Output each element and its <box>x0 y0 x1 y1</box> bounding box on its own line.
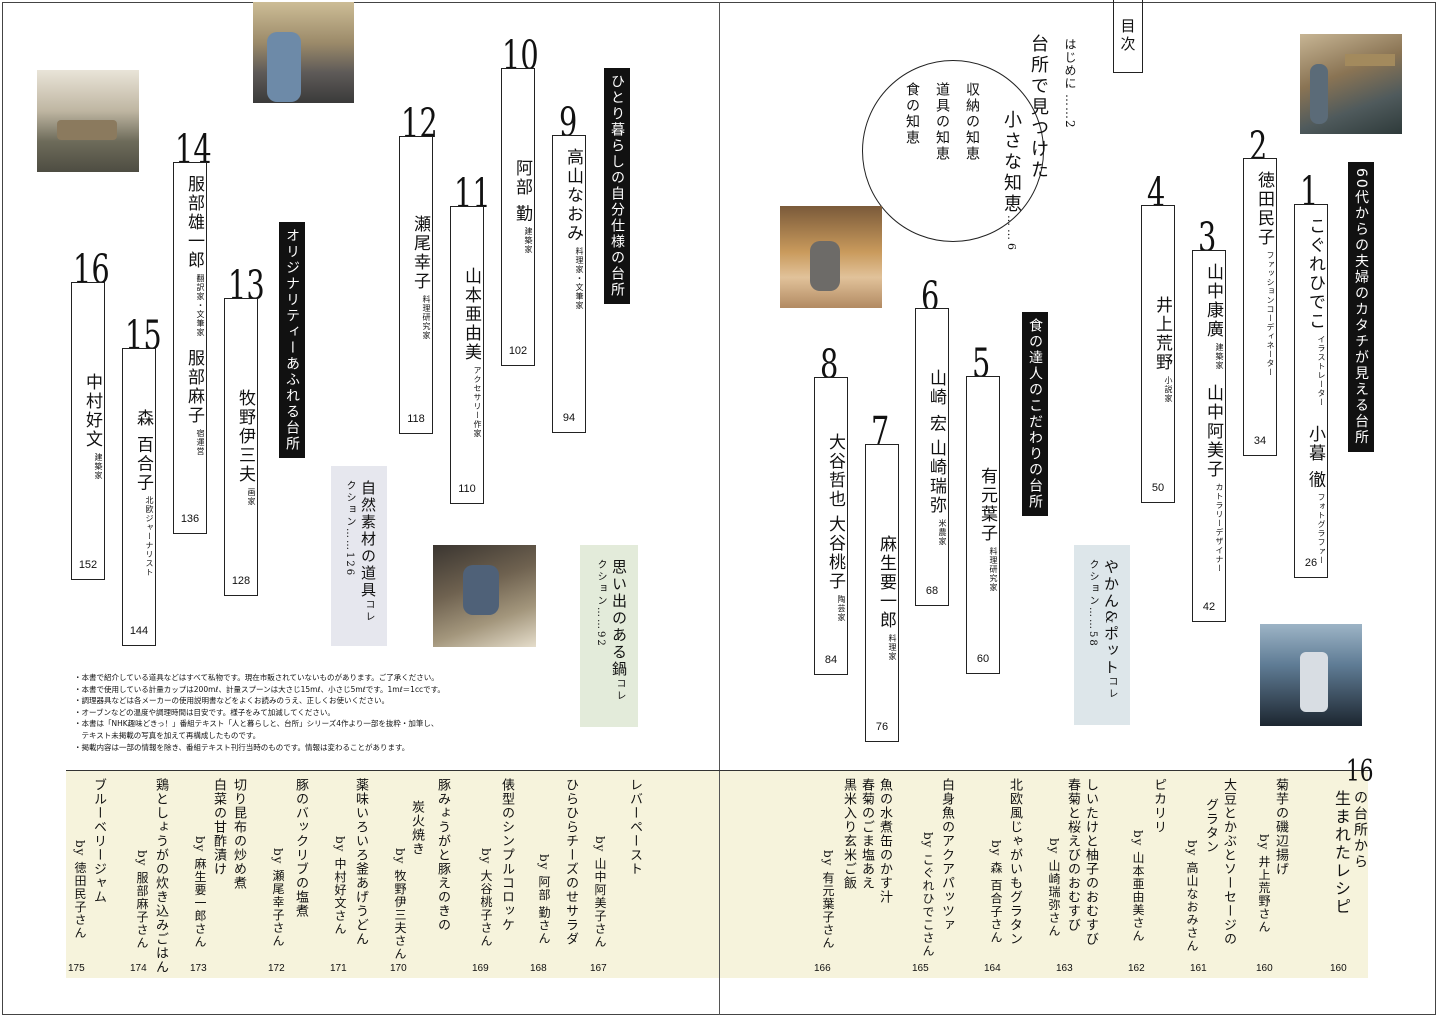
intro-circle <box>862 60 1044 242</box>
kitchen-photo-5 <box>253 2 354 103</box>
section-band-gourmet: 食の達人のこだわりの台所 <box>1022 312 1048 516</box>
recipe-165[interactable]: 白身魚のアクアパッツァ by こぐれひでこさん 165 <box>912 778 954 974</box>
section-band-solo: ひとり暮らしの自分仕様の台所 <box>604 68 630 304</box>
collection-pot[interactable]: 思い出のある鍋コレクション……92 <box>580 545 638 727</box>
section-band-couples: 60代からの夫婦のカタチが見える台所 <box>1348 162 1374 452</box>
collection-natural[interactable]: 自然素材の道具コレクション……126 <box>331 466 387 646</box>
intro-item-tools: 道具の知恵 <box>934 82 950 162</box>
intro-item-storage: 収納の知恵 <box>964 82 980 162</box>
toc-label: 目次 <box>1113 0 1143 73</box>
page-spine <box>719 2 720 1015</box>
intro-item-food: 食の知恵 <box>904 82 920 146</box>
kitchen-photo-3 <box>1260 624 1362 726</box>
section-band-original: オリジナリティーあふれる台所 <box>279 222 305 458</box>
kitchen-photo-4 <box>37 70 139 172</box>
recipe-163[interactable]: しいたけと柚子のおむすび 春菊と桜えびのおむすび by 山崎瑞弥さん 163 <box>1047 778 1098 974</box>
kitchen-photo-6 <box>433 545 536 647</box>
kitchen-photo-2 <box>780 206 882 308</box>
recipe-173[interactable]: 切り昆布の炒め煮 白菜の甘酢漬け by 麻生要一郎さん 173 <box>190 778 246 974</box>
recipe-167[interactable]: レバーペースト by 山中阿美子さん 167 <box>590 778 642 974</box>
recipe-166[interactable]: 魚の水煮缶のかす汁 春菊のごま塩あえ 黒米入り玄米ご飯 by 有元葉子さん 16… <box>814 778 892 974</box>
intro-title-a: 台所で見つけた <box>1028 34 1049 181</box>
recipe-162[interactable]: ピカリリ by 山本亜由美さん 162 <box>1128 778 1166 974</box>
intro-title-b: 小さな知恵……6 <box>1001 110 1022 253</box>
collection-kettle[interactable]: やかん&ポットコレクション……58 <box>1074 545 1130 725</box>
recipe-168[interactable]: ひらひらチーズのせサラダ by 阿部 勤さん 168 <box>530 778 578 974</box>
recipe-171[interactable]: 薬味いろいろ釜あげうどん by 中村好文さん 171 <box>330 778 368 974</box>
recipe-172[interactable]: 豚のバックリブの塩煮 by 瀬尾幸子さん 172 <box>268 778 308 974</box>
recipe-band-left <box>66 770 719 978</box>
entry-number: 1 <box>1300 169 1319 215</box>
recipe-160[interactable]: 菊芋の磯辺揚げ by 井上荒野さん 160 <box>1256 778 1288 974</box>
recipe-170[interactable]: 豚みょうがと豚えのきの 炭火焼き by 牧野伊三夫さん 170 <box>390 778 450 974</box>
recipe-161[interactable]: 大豆とかぶとソーセージの グラタン by 高山なおみさん 161 <box>1185 778 1236 974</box>
recipe-175[interactable]: ブルーベリージャム by 徳田民子さん 175 <box>68 778 106 974</box>
recipe-band-rule <box>66 770 1370 771</box>
kitchen-photo-1 <box>1300 34 1402 134</box>
recipe-band-right <box>720 770 1368 978</box>
hajime-line: はじめに……2 <box>1063 38 1077 129</box>
notes: ・本書で紹介している道具などはすべて私物です。現在市販されていないものがあります… <box>74 673 445 752</box>
recipe-174[interactable]: 鶏としょうがの炊き込みごはん by 服部麻子さん 174 <box>130 778 168 974</box>
recipe-169[interactable]: 俵型のシンプルコロッケ by 大谷桃子さん 169 <box>472 778 514 974</box>
recipe-164[interactable]: 北欧風じゃがいもグラタン by 森 百合子さん 164 <box>984 778 1022 974</box>
